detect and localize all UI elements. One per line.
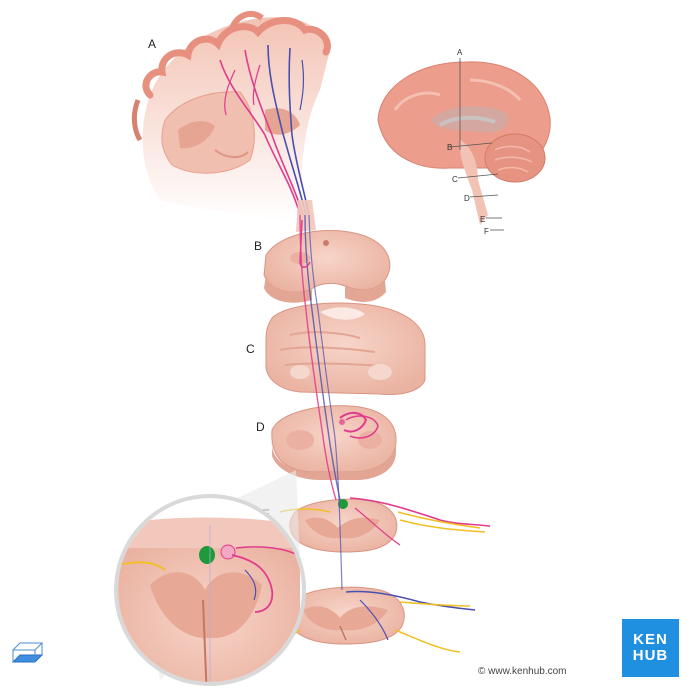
kenhub-logo: KEN HUB (622, 619, 679, 677)
midbrain-slice (263, 230, 391, 303)
spinal-cord-segment-upper (279, 497, 491, 553)
medulla-slice (271, 405, 397, 480)
magnified-spinal-inset (114, 470, 306, 686)
spinal-cord-segment-lower (251, 586, 476, 656)
inset-label-d: D (464, 194, 470, 203)
logo-line-1: KEN (633, 631, 668, 648)
label-d: D (256, 420, 265, 434)
sagittal-brain-inset (377, 58, 551, 231)
pons-slice (265, 302, 426, 395)
inset-label-b: B (447, 143, 452, 152)
inset-label-e: E (480, 215, 485, 224)
inset-label-f: F (484, 227, 489, 236)
inset-label-c: C (452, 175, 458, 184)
label-c: C (246, 342, 255, 356)
copyright-text: © www.kenhub.com (478, 666, 567, 677)
inset-label-a: A (457, 48, 463, 57)
coronal-brain-section (131, 10, 331, 232)
label-b: B (254, 239, 262, 253)
descending-tracts (299, 214, 343, 591)
plane-icon (11, 642, 44, 663)
logo-line-2: HUB (632, 647, 669, 664)
label-a: A (148, 37, 156, 51)
